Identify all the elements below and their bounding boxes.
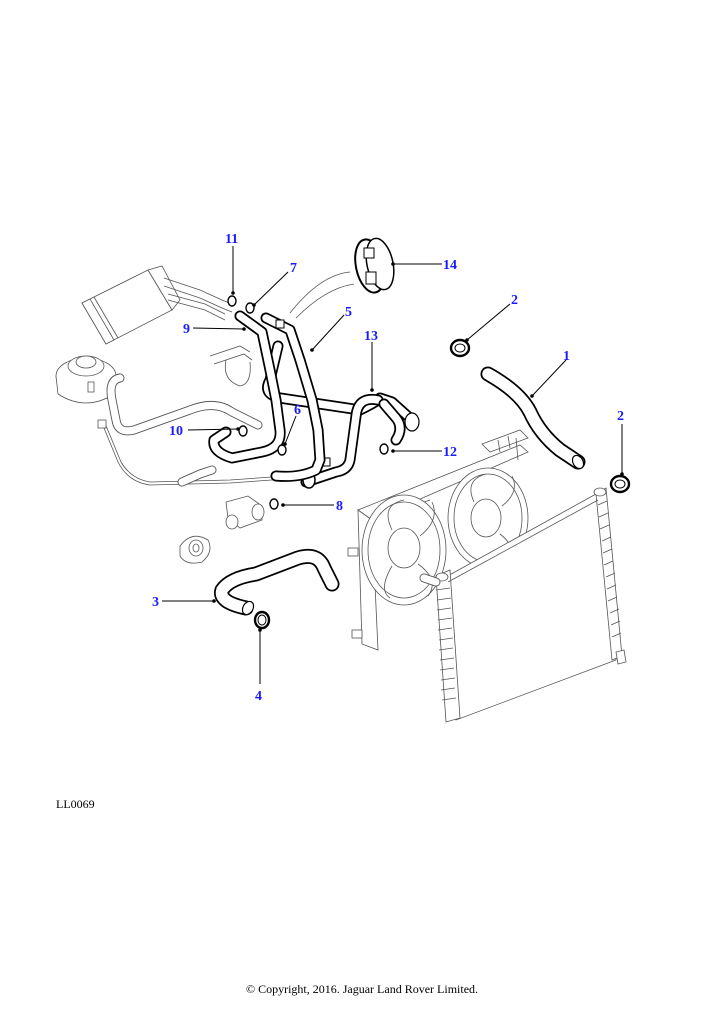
- callout-label-1[interactable]: 1: [563, 349, 570, 364]
- callout-3[interactable]: 3: [152, 595, 216, 610]
- callout-label-3[interactable]: 3: [152, 595, 159, 610]
- callout-label-2-upper[interactable]: 2: [511, 293, 518, 308]
- callout-label-8[interactable]: 8: [336, 499, 343, 514]
- callout-14[interactable]: 14: [391, 258, 457, 273]
- heater-matrix: [81, 265, 233, 345]
- callout-7[interactable]: 7: [252, 261, 297, 307]
- part-3-bottom-hose[interactable]: [214, 548, 340, 616]
- radiator-left-tank-fins: [435, 587, 457, 701]
- callout-8[interactable]: 8: [281, 499, 343, 514]
- callout-label-2-radiator[interactable]: 2: [617, 409, 624, 424]
- callout-label-13[interactable]: 13: [364, 329, 378, 344]
- callout-2b[interactable]: 2: [617, 409, 624, 476]
- callout-label-4[interactable]: 4: [255, 689, 262, 704]
- part-5-heater-pipe[interactable]: [260, 312, 326, 482]
- callout-11[interactable]: 11: [225, 232, 238, 295]
- callout-label-7[interactable]: 7: [290, 261, 297, 276]
- bleed-pipe: [97, 419, 301, 487]
- part-2-clip-radiator[interactable]: [609, 474, 631, 494]
- callout-label-14[interactable]: 14: [443, 258, 457, 273]
- part-11-clip[interactable]: [227, 295, 237, 307]
- part-10-clip[interactable]: [238, 425, 248, 437]
- callout-1[interactable]: 1: [530, 349, 570, 398]
- callout-10[interactable]: 10: [169, 424, 240, 439]
- expansion-tank-hose: [106, 373, 263, 436]
- callout-label-11[interactable]: 11: [225, 232, 238, 247]
- part-12-clip[interactable]: [379, 443, 389, 455]
- part-8-clip[interactable]: [269, 498, 279, 510]
- callout-label-10[interactable]: 10: [169, 424, 183, 439]
- radiator: [419, 487, 627, 723]
- callout-13[interactable]: 13: [364, 329, 378, 392]
- thermostat-housing: [179, 495, 265, 564]
- callout-label-6[interactable]: 6: [294, 403, 301, 418]
- figure-code: LL0069: [56, 797, 95, 811]
- sweep-lines: [289, 271, 355, 319]
- callout-label-5[interactable]: 5: [345, 305, 352, 320]
- copyright-notice: © Copyright, 2016. Jaguar Land Rover Lim…: [245, 982, 479, 996]
- callout-label-9[interactable]: 9: [183, 322, 190, 337]
- part-13-coolant-pipe[interactable]: [262, 340, 420, 489]
- part-7-clip[interactable]: [245, 302, 255, 314]
- part-14-retaining-clip[interactable]: [351, 236, 398, 295]
- callout-12[interactable]: 12: [391, 445, 457, 460]
- part-2-clip-upper[interactable]: [449, 338, 471, 358]
- callout-label-12[interactable]: 12: [443, 445, 457, 460]
- radiator-right-tank-fins: [597, 500, 622, 638]
- bracket-connector: [209, 345, 253, 387]
- part-4-clip-bottom[interactable]: [253, 610, 271, 630]
- part-1-top-hose[interactable]: [480, 366, 586, 471]
- callout-4[interactable]: 4: [255, 628, 262, 704]
- callout-9[interactable]: 9: [183, 322, 246, 337]
- part-6-clip[interactable]: [277, 444, 287, 456]
- part-9-heater-hose[interactable]: [208, 310, 286, 464]
- callout-6[interactable]: 6: [283, 403, 301, 446]
- callout-5[interactable]: 5: [310, 305, 352, 352]
- callout-2a[interactable]: 2: [465, 293, 518, 342]
